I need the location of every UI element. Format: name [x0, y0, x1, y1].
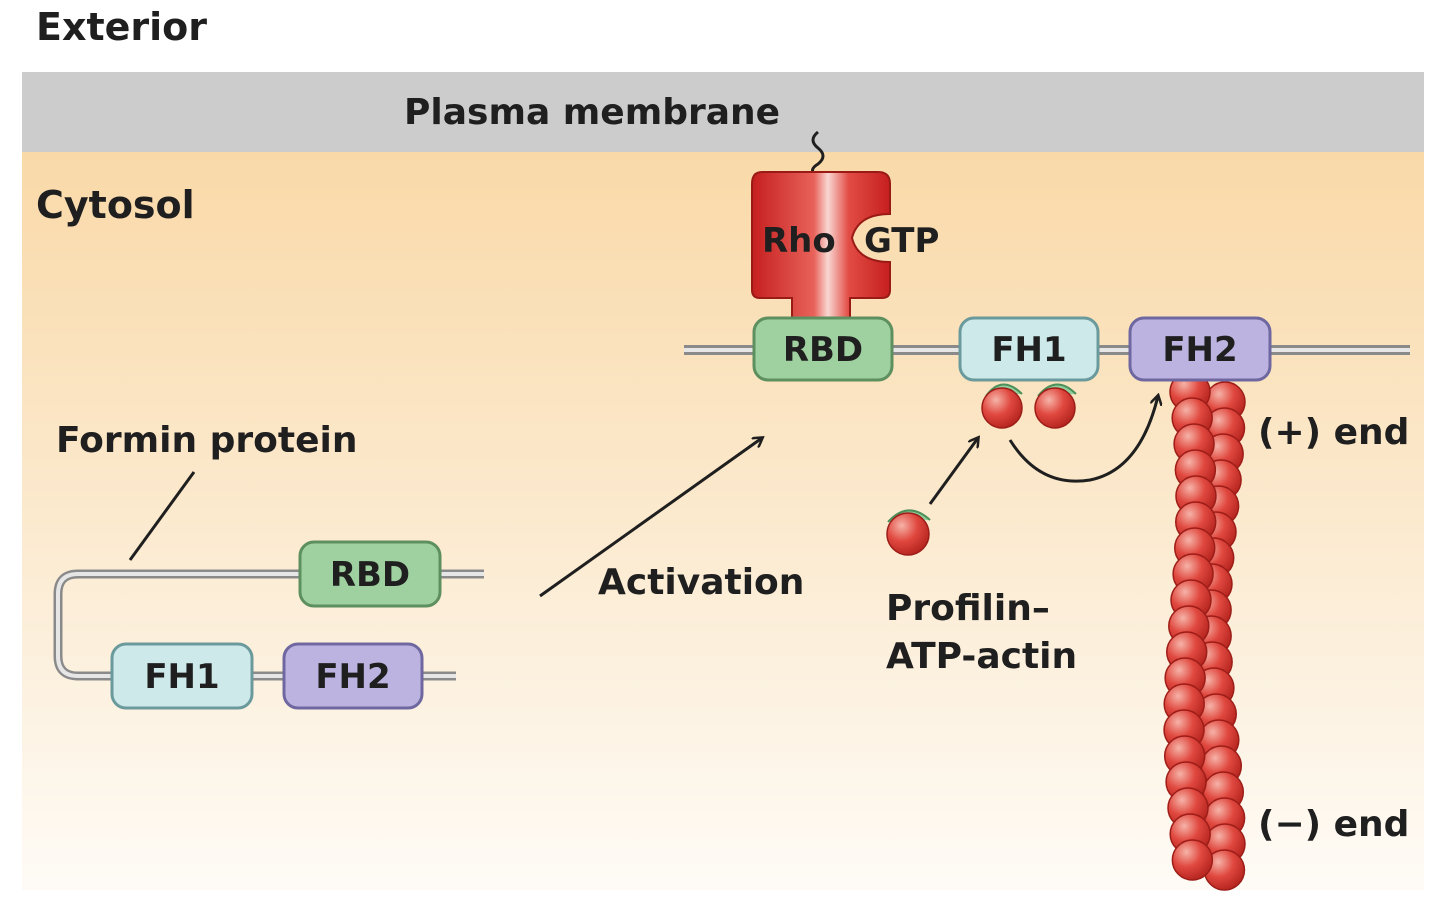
profilin-label-line1: Profilin–	[886, 588, 1050, 629]
activation-label: Activation	[598, 562, 804, 603]
activation-arrow	[539, 438, 762, 598]
inactive-fh2-domain	[282, 642, 424, 710]
profilin-binding-arrow	[928, 438, 978, 505]
formin-protein-label: Formin protein	[56, 420, 357, 461]
active-rbd-domain	[752, 316, 894, 382]
gtp-label: GTP	[864, 221, 939, 261]
actin-transfer-arrow	[1008, 396, 1158, 483]
free-profilin-actin	[886, 509, 931, 556]
inactive-fh1-label: FH1	[144, 657, 219, 697]
bound-actin-monomer-2	[1034, 387, 1076, 429]
plasma-membrane-label: Plasma membrane	[404, 92, 780, 133]
minus-end-label: (−) end	[1258, 804, 1409, 845]
cytosol-label: Cytosol	[36, 183, 195, 227]
active-fh1-domain	[958, 316, 1100, 382]
rho-protein	[751, 171, 891, 319]
active-fh1-label: FH1	[991, 330, 1066, 370]
active-fh2-label: FH2	[1162, 330, 1237, 370]
fh1-bound-profilin-actin	[981, 383, 1077, 429]
inactive-fh2-label: FH2	[315, 657, 390, 697]
inactive-formin: RBD FH1 FH2	[53, 540, 484, 710]
lipid-anchor	[811, 130, 825, 178]
actin-subunit	[1171, 839, 1214, 881]
inactive-fh1-domain	[110, 642, 254, 710]
plasma-membrane-band	[22, 72, 1424, 152]
free-actin-monomer	[886, 512, 930, 556]
inactive-rbd-domain	[298, 540, 442, 608]
bound-actin-monomer-1	[981, 387, 1023, 429]
plus-end-label: (+) end	[1258, 412, 1409, 453]
formin-protein-leader-line	[128, 471, 196, 561]
profilin-label-line2: ATP-actin	[886, 636, 1077, 677]
rho-label: Rho	[762, 221, 836, 261]
actin-filament	[1163, 371, 1246, 891]
inactive-rbd-label: RBD	[330, 555, 410, 595]
active-formin: Rho GTP RBD FH1	[684, 130, 1410, 382]
active-fh2-domain	[1128, 316, 1272, 382]
exterior-label: Exterior	[36, 5, 207, 49]
active-rbd-label: RBD	[783, 330, 863, 370]
